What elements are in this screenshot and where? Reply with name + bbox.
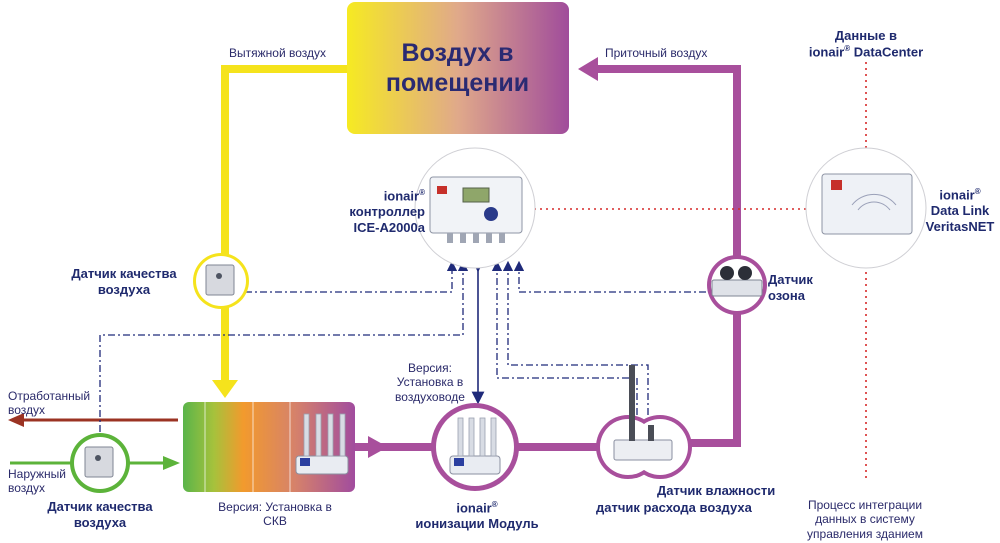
signal-air-quality-top xyxy=(245,260,458,293)
datalink-label: ionair® Data Link VeritasNET xyxy=(920,187,1000,234)
datacenter-name: DataCenter xyxy=(853,43,924,59)
outside-air-label: Наружный воздух xyxy=(8,467,66,496)
module-brand: ionair xyxy=(456,500,492,516)
air-quality-sensor-label-bottom: Датчик качества воздуха xyxy=(47,499,153,530)
exhaust-arrowhead xyxy=(212,380,238,398)
controller-model: ICE-A2000a xyxy=(353,219,425,235)
ahu-ionization-module-icon xyxy=(295,413,349,475)
module-name: ионизации Модуль xyxy=(415,515,539,531)
air-quality-sensor-label-top: Датчик качества воздуха xyxy=(71,266,177,297)
air-quality-sensor-icon xyxy=(84,446,114,478)
controller-device-icon xyxy=(429,176,523,243)
datacenter-brand: ionair xyxy=(808,43,845,59)
air-quality-sensor-icon xyxy=(205,264,235,296)
humidity-sensor-icon xyxy=(613,365,673,461)
ozone-sensor-label: Датчик озона xyxy=(768,272,813,303)
controller-label: ionair® контроллер ICE-A2000a xyxy=(320,188,425,235)
module-brand-line: ionair® xyxy=(456,500,498,516)
datalink-name: Data Link xyxy=(930,202,990,218)
signal-ozone xyxy=(513,260,706,293)
duct-version-label: Версия: Установка в воздуховоде xyxy=(395,361,465,404)
return-pipe xyxy=(596,65,741,447)
supply-air-label: Приточный воздух xyxy=(605,46,708,60)
supply-room-arrowhead xyxy=(578,57,598,81)
ozone-sensor-icon xyxy=(711,266,763,297)
datacenter-label: Данные в ionair® DataCenter xyxy=(796,28,936,60)
airflow-sensor-label: датчик расхода воздуха xyxy=(596,500,752,515)
humidity-sensor-label: Датчик влажности xyxy=(657,483,776,498)
room-title: Воздух в помещении xyxy=(385,39,530,97)
exhaust-air-label: Вытяжной воздух xyxy=(229,46,327,60)
room-box xyxy=(347,2,569,134)
signal-humidity xyxy=(491,260,638,415)
controller-name: контроллер xyxy=(349,203,425,219)
module-label: ionair® ионизации Модуль xyxy=(402,500,552,532)
controller-brand: ionair xyxy=(383,188,420,204)
signal-air-quality-bottom xyxy=(99,260,469,432)
hvac-version-label: Версия: Установка в СКВ xyxy=(218,500,332,529)
integration-label: Процесс интеграции данных в систему упра… xyxy=(807,498,923,541)
waste-air-label: Отработанный воздух xyxy=(8,389,91,418)
datacenter-line2: ionair® DataCenter xyxy=(808,43,924,59)
datacenter-line1: Данные в xyxy=(834,28,898,43)
datalink-model: VeritasNET xyxy=(925,218,995,234)
controller-brand-line: ionair® xyxy=(383,188,425,204)
supply-arrow-1 xyxy=(368,436,388,458)
datalink-brand: ionair xyxy=(939,187,975,203)
datalink-device-icon xyxy=(821,173,913,235)
ionization-module-icon xyxy=(449,417,501,475)
datalink-brand-line: ionair® xyxy=(939,187,981,203)
signal-airflow xyxy=(502,260,649,415)
